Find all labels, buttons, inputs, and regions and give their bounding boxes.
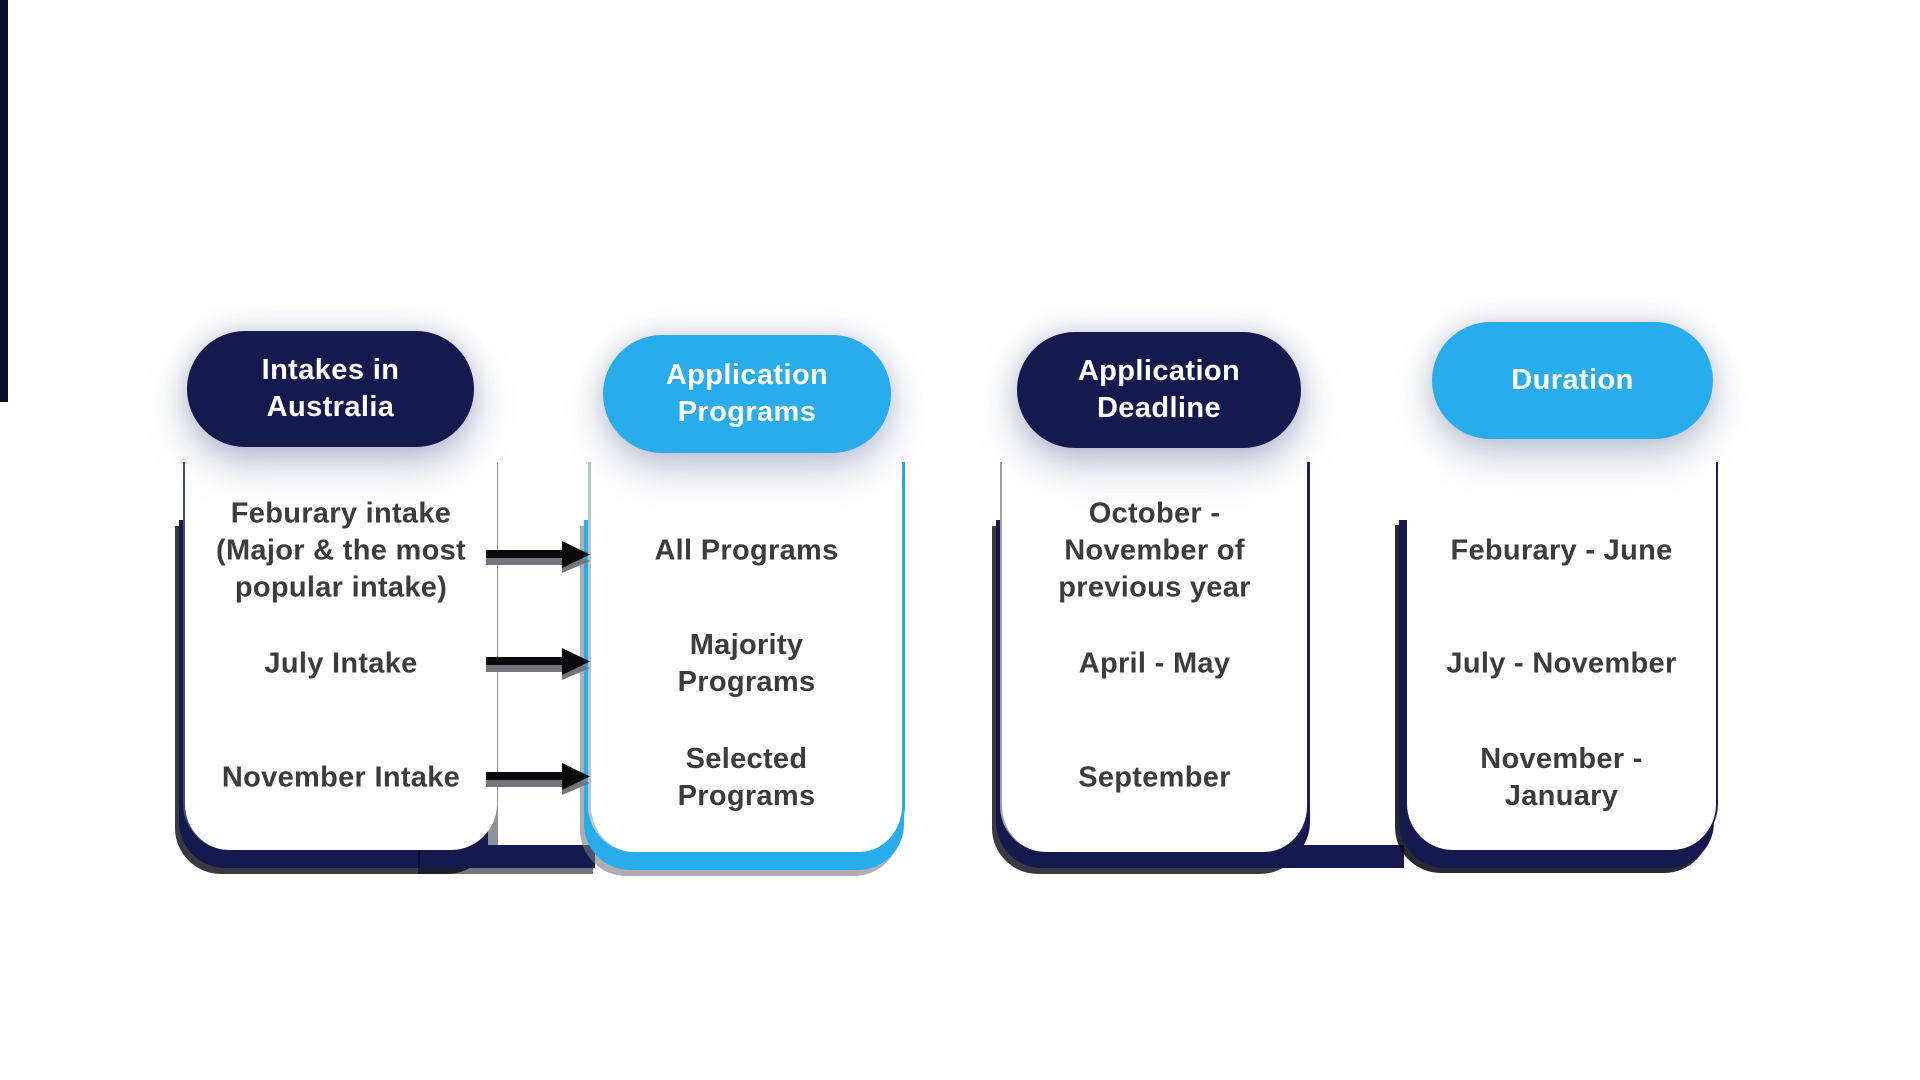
arrow-right-icon bbox=[486, 648, 590, 680]
programs-row-selected: Selected Programs bbox=[677, 743, 816, 812]
intakes-row-november: November Intake bbox=[221, 761, 461, 794]
intakes-row-july: July Intake bbox=[264, 647, 418, 680]
programs-card: All Programs Majority Programs Selected … bbox=[588, 462, 905, 852]
deadline-row-september: September bbox=[1078, 761, 1231, 794]
header-pill-application-deadline: Application Deadline bbox=[1017, 332, 1301, 448]
deadline-to-duration-shadow-bar bbox=[1240, 845, 1404, 868]
header-pill-intakes: Intakes in Australia bbox=[187, 331, 474, 447]
header-pill-application-programs: Application Programs bbox=[603, 335, 891, 453]
deadline-card: October - November of previous year Apri… bbox=[1000, 462, 1310, 852]
arrow-right-icon bbox=[486, 763, 590, 795]
programs-row-all: All Programs bbox=[654, 534, 839, 567]
intakes-card: Feburary intake (Major & the most popula… bbox=[183, 462, 497, 850]
duration-row-july-november: July - November bbox=[1446, 647, 1677, 680]
deadline-row-april-may: April - May bbox=[1078, 647, 1231, 680]
duration-row-february-june: Feburary - June bbox=[1450, 534, 1673, 567]
duration-card-left-shadow-line bbox=[0, 0, 8, 402]
programs-row-majority: Majority Programs bbox=[677, 629, 816, 698]
intakes-to-programs-shadow-bar bbox=[420, 845, 595, 868]
intakes-row-february: Feburary intake (Major & the most popula… bbox=[216, 497, 466, 604]
duration-row-november-january: November - January bbox=[1480, 743, 1643, 812]
deadline-row-october-november: October - November of previous year bbox=[1058, 497, 1251, 604]
arrow-right-icon bbox=[486, 541, 590, 573]
duration-card: Feburary - June July - November November… bbox=[1407, 462, 1718, 850]
header-pill-duration: Duration bbox=[1432, 322, 1713, 439]
